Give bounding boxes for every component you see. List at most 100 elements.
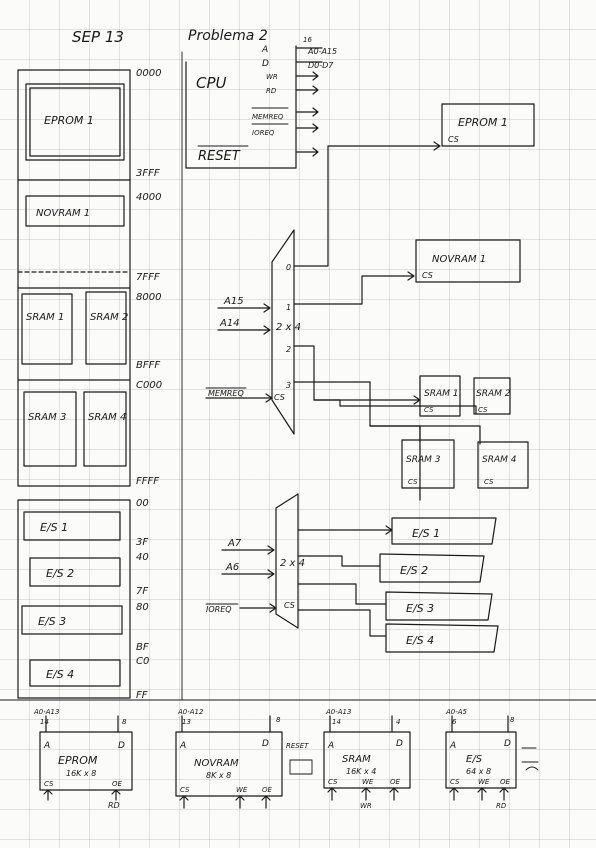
cpu-label: CPU: [196, 74, 227, 92]
target-sram3-cs: CS: [408, 478, 418, 486]
cpu-bus-d-range: D0-D7: [308, 61, 334, 70]
cpu-bus-a-width: 16: [303, 36, 312, 44]
chip-eprom-name: EPROM: [58, 754, 98, 767]
addr-3fff: 3FFF: [136, 168, 160, 179]
decoder-io-in-ioreq: IOREQ: [206, 605, 232, 614]
chip-sram-size: 16K x 4: [346, 767, 376, 776]
io-targets: E/S 1 E/S 2 E/S 3 E/S 4: [379, 517, 499, 653]
map-novram-label: NOVRAM 1: [36, 208, 90, 219]
map-es1-label: E/S 1: [40, 521, 68, 534]
chip-eprom-size: 16K x 8: [66, 769, 96, 778]
cpu-bus-d: D: [262, 59, 269, 69]
cpu-ioreq: IOREQ: [252, 129, 275, 137]
chip-es-size: 64 x 8: [466, 767, 491, 776]
chip-eprom-data-width: 8: [122, 718, 127, 726]
chip-es-we: WE: [478, 778, 490, 786]
chip-novram-cs: CS: [180, 786, 190, 794]
chip-sram-a: A: [327, 741, 334, 751]
io-target-3-label: E/S 3: [406, 602, 434, 615]
map-es4-label: E/S 4: [46, 668, 74, 681]
map-sram1-label: SRAM 1: [26, 312, 64, 323]
chip-eprom-addr: A0-A13: [33, 708, 59, 716]
decoder-mem-out3: 3: [286, 381, 291, 390]
memory-map: EPROM 1 NOVRAM 1 SRAM 1 SRAM 2 SRAM 3 SR…: [17, 69, 131, 487]
addr-8000: 8000: [136, 292, 161, 303]
chip-sram: A0-A13 14 4 A D SRAM 16K x 4 CS WE OE WR: [323, 708, 411, 810]
target-sram2-label: SRAM 2: [476, 389, 511, 399]
io-target-1: [391, 517, 497, 545]
map-sram4-label: SRAM 4: [88, 412, 126, 423]
chip-es-addr: A0-A5: [445, 708, 468, 716]
map-es3: [21, 605, 123, 635]
chip-eprom-addr-width: 14: [40, 718, 49, 726]
chip-novram-name: NOVRAM: [194, 758, 239, 769]
map-sram4: [83, 391, 127, 467]
cpu-bus-a: A: [261, 45, 268, 55]
target-sram1-label: SRAM 1: [424, 389, 458, 399]
chip-sram-data-width: 4: [396, 718, 400, 726]
chip-novram-addr: A0-A12: [177, 708, 204, 716]
map-eprom: [25, 83, 125, 161]
target-sram4: SRAM 4 CS: [477, 441, 529, 489]
map-es4: [29, 659, 121, 687]
io-target-2: [379, 553, 485, 583]
map-es2-label: E/S 2: [46, 567, 74, 580]
memory-map-addresses: 0000 3FFF 4000 7FFF 8000 BFFF C000 FFFF: [136, 68, 162, 487]
cpu-reset: RESET: [198, 149, 241, 164]
addr-c0: C0: [136, 656, 149, 667]
target-novram: NOVRAM 1 CS: [415, 239, 521, 283]
chip-eprom-cs: CS: [44, 780, 54, 788]
chip-sram-addr-width: 14: [332, 718, 341, 726]
chip-novram: A0-A12 13 8 A D NOVRAM 8K x 8 CS WE OE R…: [175, 708, 313, 809]
target-sram1: SRAM 1 CS: [419, 375, 461, 417]
chip-novram-data-width: 8: [276, 716, 281, 724]
cpu-rd: RD: [266, 87, 277, 95]
addr-ffff: FFFF: [136, 476, 159, 487]
decoder-mem-in-a14: A14: [219, 318, 240, 329]
chip-novram-oe: OE: [262, 786, 273, 794]
chip-es-d: D: [504, 739, 511, 749]
addr-7f: 7F: [136, 586, 148, 597]
map-es1: [23, 511, 121, 541]
chip-eprom: A0-A13 14 8 A D EPROM 16K x 8 CS OE RD: [33, 708, 133, 810]
target-sram4-cs: CS: [484, 478, 494, 486]
io-target-3: [385, 591, 493, 621]
target-eprom-cs: CS: [448, 135, 459, 144]
chip-novram-size: 8K x 8: [206, 771, 231, 780]
addr-bf: BF: [136, 642, 149, 653]
addr-7fff: 7FFF: [136, 272, 160, 283]
map-sram1: [21, 293, 73, 365]
addr-4000: 4000: [136, 192, 161, 203]
decoder-mem-out0: 0: [286, 263, 291, 272]
chip-es-cs: CS: [450, 778, 460, 786]
chip-novram-d: D: [262, 739, 269, 749]
map-es3-label: E/S 3: [38, 615, 66, 628]
decoder-mem-wiring: [293, 141, 481, 501]
io-map: E/S 1 E/S 2 E/S 3 E/S 4: [17, 499, 131, 699]
decoder-io-in-a7: A7: [227, 538, 242, 549]
chip-sram-we: WE: [362, 778, 374, 786]
map-sram2: [85, 291, 127, 365]
chip-novram-we: WE: [236, 786, 248, 794]
decoder-io: 2 x 4 A7 A6 IOREQ CS: [205, 493, 305, 629]
cpu-bus-a-range: A0-A15: [307, 47, 337, 56]
map-sram3-label: SRAM 3: [28, 412, 66, 423]
addr-ff: FF: [136, 690, 148, 701]
chip-sram-name: SRAM: [342, 754, 371, 765]
decoder-mem-label: 2 x 4: [276, 322, 301, 333]
chip-eprom-d: D: [118, 741, 125, 751]
cpu-block: CPU A 16 A0-A15 D D0-D7 WR RD MEMREQ IOR…: [185, 36, 337, 169]
chip-es: A0-A5 6 8 A D E/S 64 x 8 CS WE OE RD: [445, 708, 539, 810]
chip-sram-wr: WR: [360, 802, 372, 810]
decoder-mem: 2 x 4 0 1 2 3 A15 A14 MEMREQ CS: [205, 229, 301, 435]
chip-eprom-oe: OE: [112, 780, 123, 788]
chip-es-name: E/S: [466, 754, 483, 765]
addr-40: 40: [136, 552, 149, 563]
target-sram2-cs: CS: [478, 406, 488, 414]
target-sram4-label: SRAM 4: [482, 455, 517, 465]
addr-0000: 0000: [136, 68, 161, 79]
chip-es-data-width: 8: [510, 716, 515, 724]
chip-novram-addr-width: 13: [182, 718, 191, 726]
target-eprom: EPROM 1 CS: [441, 103, 535, 147]
